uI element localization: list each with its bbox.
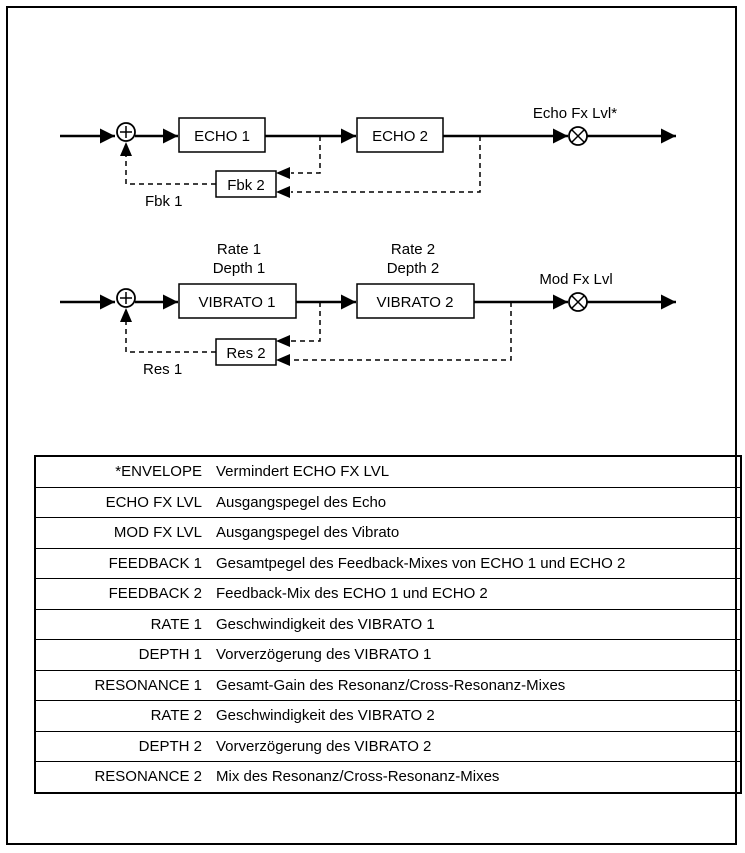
table-row: *ENVELOPE Vermindert ECHO FX LVL <box>35 456 741 487</box>
resonance-1-arrow <box>120 308 132 322</box>
page-frame <box>6 6 737 845</box>
echo-section: ECHO 1 ECHO 2 Echo Fx Lvl* Fbk 2 Fbk 1 <box>60 105 676 210</box>
echo1-feedback-arrow <box>276 167 290 179</box>
parameter-name: DEPTH 2 <box>35 730 214 762</box>
parameter-description: Gesamt-Gain des Resonanz/Cross-Resonanz-… <box>214 669 741 701</box>
echo1-feedback-tap <box>291 136 321 174</box>
vibrato-1-depth-label: Depth 1 <box>213 260 266 277</box>
parameter-description: Vermindert ECHO FX LVL <box>216 463 390 481</box>
parameter-name: RATE 2 <box>35 700 214 731</box>
mod-summing-node <box>116 288 136 308</box>
vibrato1-resonance-arrow <box>276 335 290 347</box>
resonance-1-label: Res 1 <box>143 361 182 378</box>
parameter-name: FEEDBACK 1 <box>35 547 214 579</box>
resonance-2-label: Res 2 <box>226 345 265 362</box>
echo-summing-node <box>116 122 136 142</box>
echo2-feedback-tap <box>291 136 481 193</box>
resonance-2-block <box>215 338 277 366</box>
vibrato-2-depth-label: Depth 2 <box>387 260 440 277</box>
resonance-1-return <box>125 322 216 353</box>
echo-1-label: ECHO 1 <box>194 128 250 145</box>
echo-2-label: ECHO 2 <box>372 128 428 145</box>
vibrato1-resonance-tap <box>291 302 321 342</box>
parameter-name: *ENVELOPE <box>115 463 202 481</box>
parameter-description: Geschwindigkeit des VIBRATO 1 <box>214 608 741 640</box>
vibrato2-resonance-tap <box>291 302 512 361</box>
echo-1-block <box>178 117 266 153</box>
mod-output-level-label: Mod Fx Lvl <box>539 271 612 288</box>
echo-feedback-1-label: Fbk 1 <box>145 193 183 210</box>
echo-feedback-1-arrow <box>120 142 132 156</box>
vibrato-1-rate-label: Rate 1 <box>217 241 261 258</box>
echo-2-block <box>356 117 444 153</box>
parameter-description: Gesamtpegel des Feedback-Mixes von ECHO … <box>214 547 741 579</box>
parameter-description: Vorverzögerung des VIBRATO 1 <box>214 639 741 670</box>
echo2-feedback-arrow <box>276 186 290 198</box>
parameter-description: Geschwindigkeit des VIBRATO 2 <box>214 700 741 731</box>
parameter-name: RESONANCE 1 <box>35 669 214 701</box>
parameter-name: FEEDBACK 2 <box>35 578 214 609</box>
echo-feedback-2-label: Fbk 2 <box>227 177 265 194</box>
parameter-name: MOD FX LVL <box>35 517 214 548</box>
parameter-name: DEPTH 1 <box>35 639 214 670</box>
echo-output-level-node <box>568 126 588 146</box>
parameter-name: RATE 1 <box>35 608 214 640</box>
vibrato2-resonance-arrow <box>276 354 290 366</box>
parameter-name: ECHO FX LVL <box>35 486 214 518</box>
echo-feedback-1-return <box>125 156 216 185</box>
echo-output-level-label: Echo Fx Lvl* <box>533 105 617 122</box>
signal-flow-diagram: ECHO 1 ECHO 2 Echo Fx Lvl* Fbk 2 Fbk 1 R… <box>60 105 676 378</box>
parameter-name: RESONANCE 2 <box>35 761 214 793</box>
echo-feedback-2-block <box>215 170 277 198</box>
parameter-description: Ausgangspegel des Echo <box>214 486 741 518</box>
parameter-description: Vorverzögerung des VIBRATO 2 <box>214 730 741 762</box>
vibrato-2-block <box>356 283 475 319</box>
mod-output-level-node <box>568 292 588 312</box>
vibrato-2-label: VIBRATO 2 <box>377 294 454 311</box>
parameter-description: Feedback-Mix des ECHO 1 und ECHO 2 <box>214 578 741 609</box>
mod-section: Rate 1 Depth 1 Rate 2 Depth 2 VIBRATO 1 … <box>60 241 676 378</box>
vibrato-1-label: VIBRATO 1 <box>199 294 276 311</box>
vibrato-2-rate-label: Rate 2 <box>391 241 435 258</box>
parameter-description: Mix des Resonanz/Cross-Resonanz-Mixes <box>214 761 741 793</box>
parameter-description: Ausgangspegel des Vibrato <box>214 517 741 548</box>
parameter-table: *ENVELOPE Vermindert ECHO FX LVL ECHO FX … <box>34 455 742 794</box>
